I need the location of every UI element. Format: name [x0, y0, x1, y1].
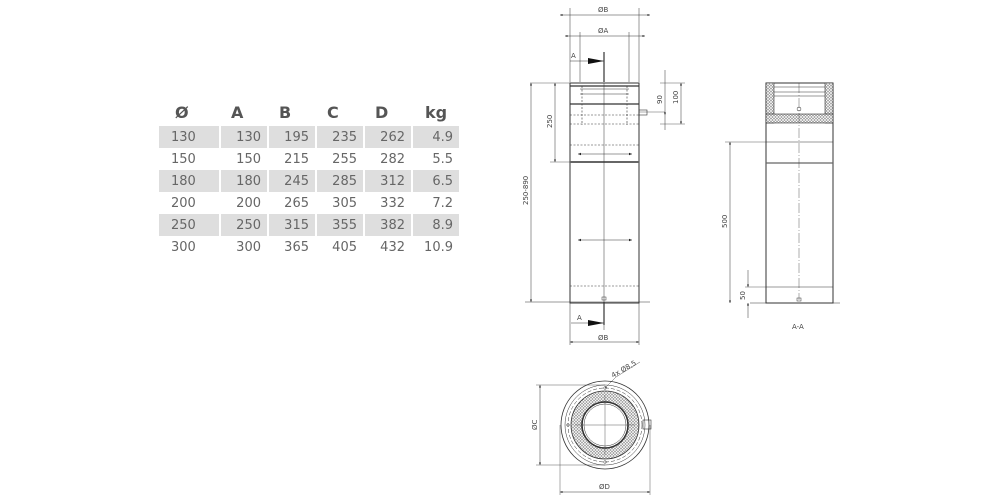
table-row: 150 150 215 255 282 5.5: [159, 148, 459, 170]
cell-b: 365: [284, 239, 309, 255]
dim-d: ØD: [599, 483, 610, 491]
cell-c: 355: [317, 214, 363, 236]
cell-kg: 5.5: [432, 151, 453, 167]
dim-100: 100: [672, 91, 680, 104]
dim-inner-diameter: ØA: [598, 27, 609, 35]
cell-d: 312: [365, 170, 411, 192]
cell-diameter: 180: [159, 170, 219, 192]
cell-a: 130: [221, 126, 267, 148]
dim-outer-diameter-bottom: ØB: [598, 334, 609, 342]
cell-b: 315: [269, 214, 315, 236]
dim-c: ØC: [531, 419, 539, 430]
cell-d: 282: [380, 151, 405, 167]
header-kg: kg: [425, 103, 448, 122]
table-row: 300 300 365 405 432 10.9: [159, 236, 459, 258]
dim-50: 50: [739, 291, 747, 300]
dim-90: 90: [656, 95, 664, 104]
table-header-row: Ø A B C D kg: [159, 103, 459, 126]
header-a: A: [231, 103, 244, 122]
cell-diameter: 300: [171, 239, 196, 255]
cell-c: 255: [332, 151, 357, 167]
cell-kg: 7.2: [432, 195, 453, 211]
dim-500: 500: [721, 215, 729, 228]
cell-c: 405: [332, 239, 357, 255]
cell-kg: 10.9: [424, 239, 453, 255]
cell-b: 215: [284, 151, 309, 167]
cell-d: 432: [380, 239, 405, 255]
table-row: 200 200 265 305 332 7.2: [159, 192, 459, 214]
section-marker-top: A: [571, 52, 576, 60]
table-row: 180 180 245 285 312 6.5: [159, 170, 459, 192]
table-row: 130 130 195 235 262 4.9: [159, 126, 459, 148]
cell-b: 245: [269, 170, 315, 192]
cell-c: 305: [332, 195, 357, 211]
cell-kg: 8.9: [413, 214, 459, 236]
header-c: C: [327, 103, 339, 122]
cell-a: 180: [221, 170, 267, 192]
header-diameter: Ø: [175, 103, 189, 122]
top-view: 4x Ø8,5 ØC ØD: [531, 359, 652, 495]
cell-c: 235: [317, 126, 363, 148]
dimension-table: Ø A B C D kg 130 130 195 235 262 4.9 150…: [157, 103, 461, 258]
cell-diameter: 250: [159, 214, 219, 236]
cell-diameter: 130: [159, 126, 219, 148]
cell-a: 150: [236, 151, 261, 167]
hole-callout: 4x Ø8,5: [610, 359, 638, 380]
cell-b: 265: [284, 195, 309, 211]
cell-kg: 4.9: [413, 126, 459, 148]
cell-diameter: 150: [171, 151, 196, 167]
header-b: B: [279, 103, 292, 122]
cell-d: 382: [365, 214, 411, 236]
dim-250: 250: [546, 115, 554, 128]
section-marker-bottom: A: [577, 314, 582, 322]
cell-a: 250: [221, 214, 267, 236]
table-row: 250 250 315 355 382 8.9: [159, 214, 459, 236]
cell-a: 200: [236, 195, 261, 211]
dim-outer-diameter-top: ØB: [598, 6, 609, 14]
section-label: A-A: [792, 323, 804, 331]
dim-length-range: 250-890: [522, 176, 530, 205]
cell-b: 195: [269, 126, 315, 148]
front-view: ØB ØA A: [522, 6, 685, 345]
cell-a: 300: [236, 239, 261, 255]
section-view: 500 50 A-A: [721, 82, 840, 331]
header-d: D: [375, 103, 389, 122]
cell-kg: 6.5: [413, 170, 459, 192]
cell-diameter: 200: [171, 195, 196, 211]
cell-d: 262: [365, 126, 411, 148]
cell-d: 332: [380, 195, 405, 211]
cell-c: 285: [317, 170, 363, 192]
